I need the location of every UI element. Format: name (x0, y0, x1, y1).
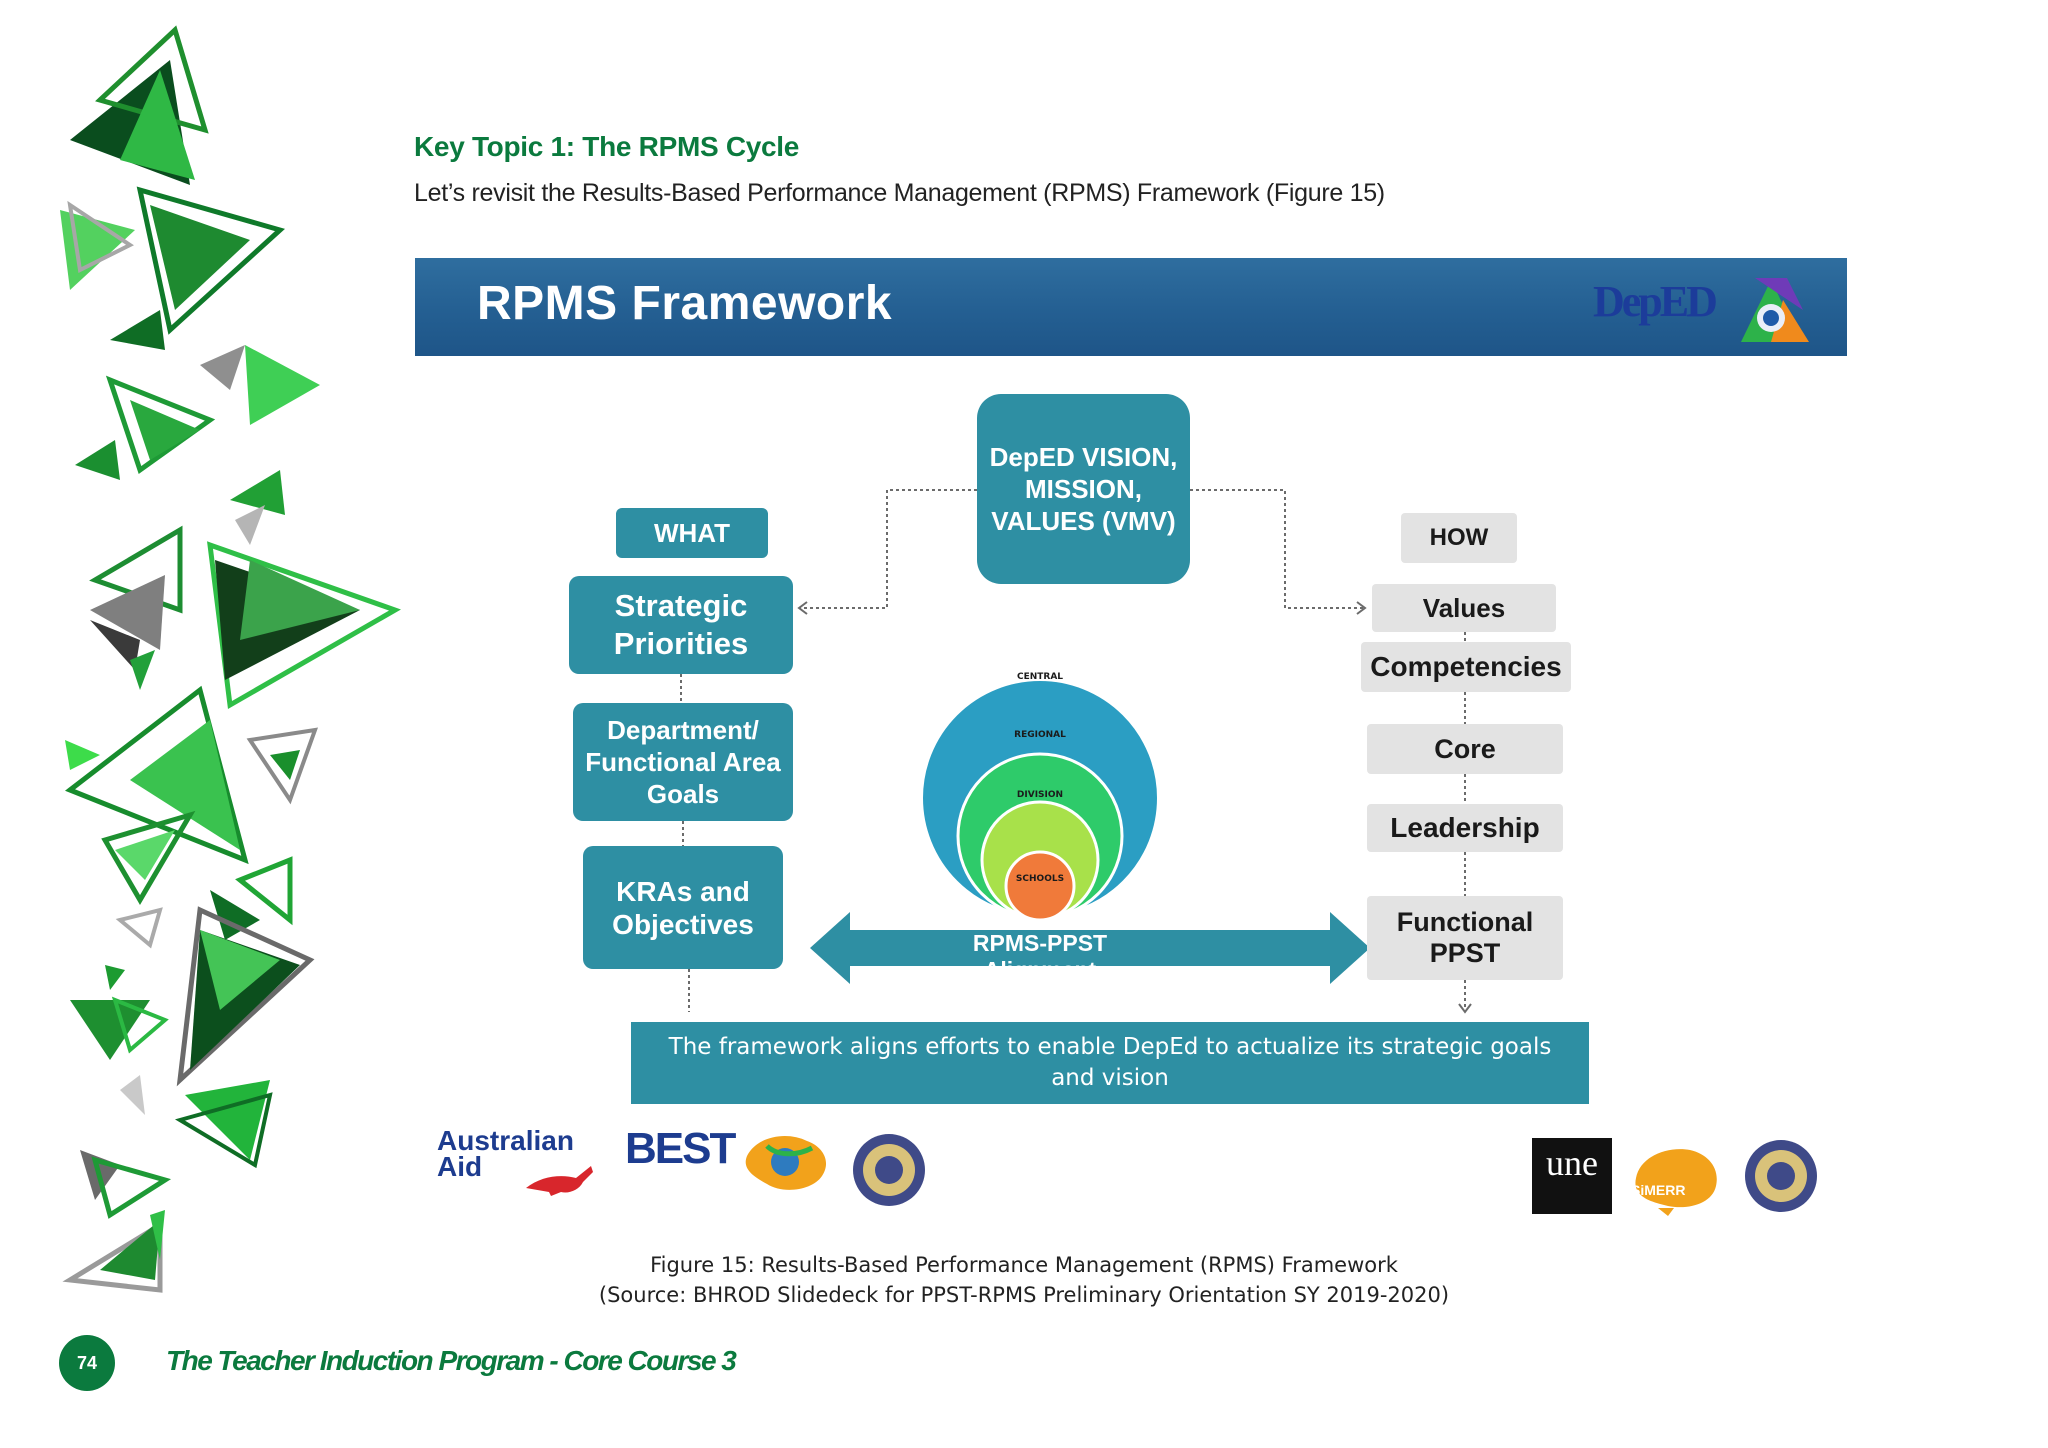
kras-objectives-box: KRAs and Objectives (583, 846, 783, 969)
kangaroo-icon (526, 1166, 593, 1196)
simerr-logo: SiMERR (1631, 1182, 1686, 1198)
best-logo: BEST (625, 1124, 736, 1173)
framework-connectors (680, 489, 1472, 1014)
functional-ppst-box: Functional PPST (1367, 896, 1563, 980)
rpms-figure: RPMS Framework DepED CENTRAL REG (415, 258, 1847, 1220)
deped-logo: DepED (1593, 277, 1718, 326)
caption-line-1: Figure 15: Results-Based Performance Man… (650, 1253, 1398, 1277)
une-logo: une (1532, 1138, 1612, 1214)
deped-emblem-right-icon (1745, 1140, 1817, 1212)
page-number-badge: 74 (59, 1335, 115, 1391)
competencies-box: Competencies (1361, 642, 1571, 692)
how-header: HOW (1401, 513, 1517, 563)
org-levels-circles (921, 679, 1159, 920)
core-box: Core (1367, 724, 1563, 774)
alignment-double-arrow (810, 912, 1370, 984)
slide-banner: RPMS Framework DepED (415, 258, 1847, 356)
department-goals-box: Department/ Functional Area Goals (573, 703, 793, 821)
leadership-box: Leadership (1367, 804, 1563, 852)
label-schools: SCHOOLS (1015, 874, 1065, 884)
values-box: Values (1372, 584, 1556, 632)
strategic-priorities-box: Strategic Priorities (569, 576, 793, 674)
caption-line-2: (Source: BHROD Slidedeck for PPST-RPMS P… (598, 1283, 1450, 1307)
figure-caption: Figure 15: Results-Based Performance Man… (0, 1250, 2048, 1310)
simerr-australia-map-icon (1635, 1149, 1717, 1216)
alignment-label: RPMS-PPST Alignment (972, 930, 1108, 983)
slide-title: RPMS Framework (477, 277, 893, 330)
label-central: CENTRAL (1016, 672, 1064, 682)
label-regional: REGIONAL (1014, 730, 1066, 740)
page-heading: Key Topic 1: The RPMS Cycle (414, 131, 800, 162)
decorative-triangles (60, 25, 401, 1293)
vmv-box: DepED VISION, MISSION, VALUES (VMV) (977, 394, 1190, 584)
framework-statement: The framework aligns efforts to enable D… (631, 1022, 1589, 1104)
footer-title: The Teacher Induction Program - Core Cou… (166, 1345, 737, 1376)
deped-seal-icon (1741, 278, 1809, 342)
label-division: DIVISION (1016, 790, 1064, 800)
deped-emblem-icon (853, 1134, 925, 1206)
what-header: WHAT (616, 508, 768, 558)
circle-schools (1004, 850, 1076, 920)
australian-aid-logo: Australian Aid (437, 1125, 574, 1182)
intro-text: Let’s revisit the Results-Based Performa… (414, 179, 1385, 207)
simerr-map-icon (745, 1136, 827, 1190)
